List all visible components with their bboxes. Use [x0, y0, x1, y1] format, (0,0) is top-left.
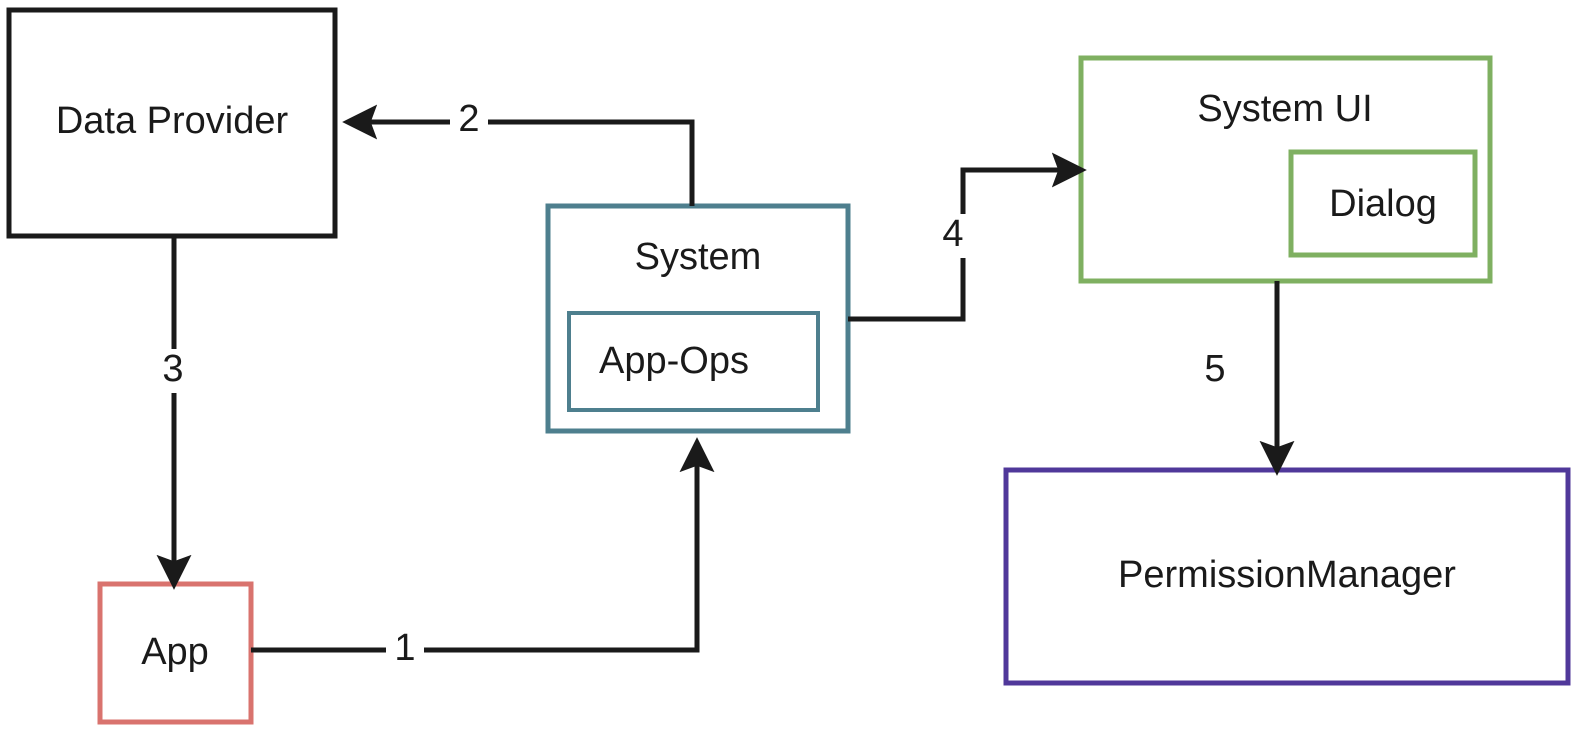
edge-4-label-backdrop: [944, 214, 982, 258]
app-box[interactable]: [97, 581, 254, 725]
data-provider-box[interactable]: [6, 7, 338, 239]
edge-3-label-backdrop: [155, 349, 193, 393]
system-label: System: [635, 236, 762, 278]
edge-2-label-backdrop: [450, 101, 488, 143]
edge-5-label: 5: [1204, 348, 1225, 390]
edge-1-label: 1: [394, 627, 415, 669]
edge-2-label: 2: [458, 98, 479, 140]
edge-3-label: 3: [162, 348, 183, 390]
data-provider-label: Data Provider: [56, 100, 289, 142]
edge-3-data-provider-to-app[interactable]: 3: [155, 236, 193, 590]
edge-4-label: 4: [942, 213, 963, 255]
permission-manager-box[interactable]: [1003, 467, 1571, 686]
node-app-ops[interactable]: App-Ops: [567, 311, 820, 412]
app-ops-label: App-Ops: [599, 340, 749, 382]
node-permission-manager[interactable]: PermissionManager: [1003, 467, 1571, 686]
edge-1-app-to-system[interactable]: 1: [251, 437, 715, 671]
node-data-provider[interactable]: Data Provider: [6, 7, 338, 239]
dialog-box[interactable]: [1288, 149, 1478, 258]
system-ui-label: System UI: [1197, 88, 1372, 130]
edge-1-line[interactable]: [251, 437, 715, 653]
node-app[interactable]: App: [97, 581, 254, 725]
edge-1-label-backdrop: [386, 629, 424, 671]
edge-2-line[interactable]: [342, 104, 695, 206]
app-label: App: [141, 631, 209, 673]
edge-2-system-to-data-provider[interactable]: 2: [342, 98, 695, 206]
node-dialog[interactable]: Dialog: [1288, 149, 1478, 258]
permission-manager-label: PermissionManager: [1118, 554, 1456, 596]
edge-4-system-to-system-ui[interactable]: 4: [848, 152, 1087, 322]
edge-5-system-ui-to-permission-manager[interactable]: 5: [1204, 281, 1295, 476]
app-ops-box[interactable]: [567, 311, 820, 412]
dialog-label: Dialog: [1329, 183, 1437, 225]
